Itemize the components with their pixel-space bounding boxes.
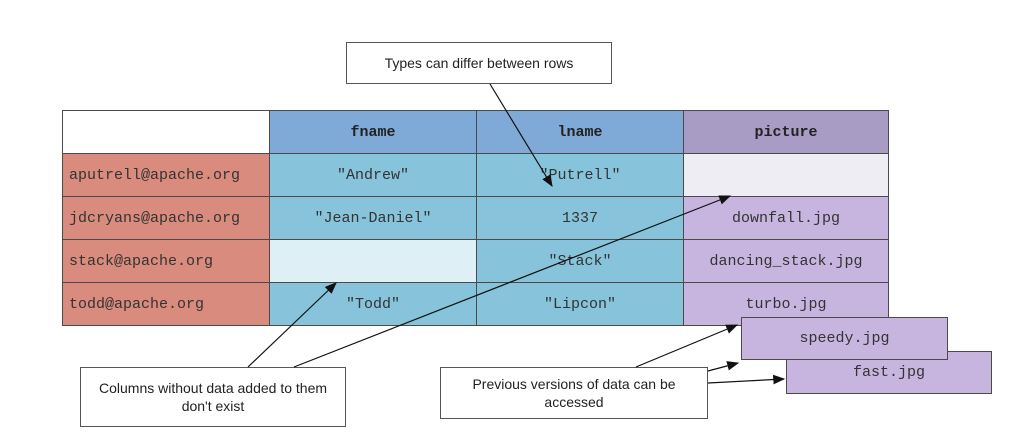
- fname-cell: "Jean-Daniel": [269, 196, 477, 240]
- row-key-cell: todd@apache.org: [62, 282, 270, 326]
- callout-columns-no-data: Columns without data added to them don't…: [80, 367, 346, 427]
- row-key-cell: jdcryans@apache.org: [62, 196, 270, 240]
- arrow-columns-to-fname: [247, 282, 337, 368]
- fname-cell: "Todd": [269, 282, 477, 326]
- lname-cell: "Stack": [476, 239, 684, 283]
- callout-types-differ: Types can differ between rows: [346, 42, 612, 84]
- column-header-fname: fname: [269, 110, 477, 154]
- arrow-versions-to-turbo: [635, 324, 739, 368]
- arrow-versions-to-fast: [707, 374, 786, 385]
- fname-cell: "Andrew": [269, 153, 477, 197]
- arrow-versions-to-speedy: [707, 361, 740, 372]
- version-cell: speedy.jpg: [741, 317, 948, 360]
- picture-cell: downfall.jpg: [683, 196, 889, 240]
- callout-previous-versions: Previous versions of data can be accesse…: [440, 367, 708, 419]
- picture-cell-empty: [683, 153, 889, 197]
- arrow-columns-to-picture: [293, 195, 732, 368]
- lname-cell: "Lipcon": [476, 282, 684, 326]
- arrow-types-to-lname: [489, 83, 553, 188]
- header-corner-cell: [62, 110, 270, 154]
- fname-cell-empty: [269, 239, 477, 283]
